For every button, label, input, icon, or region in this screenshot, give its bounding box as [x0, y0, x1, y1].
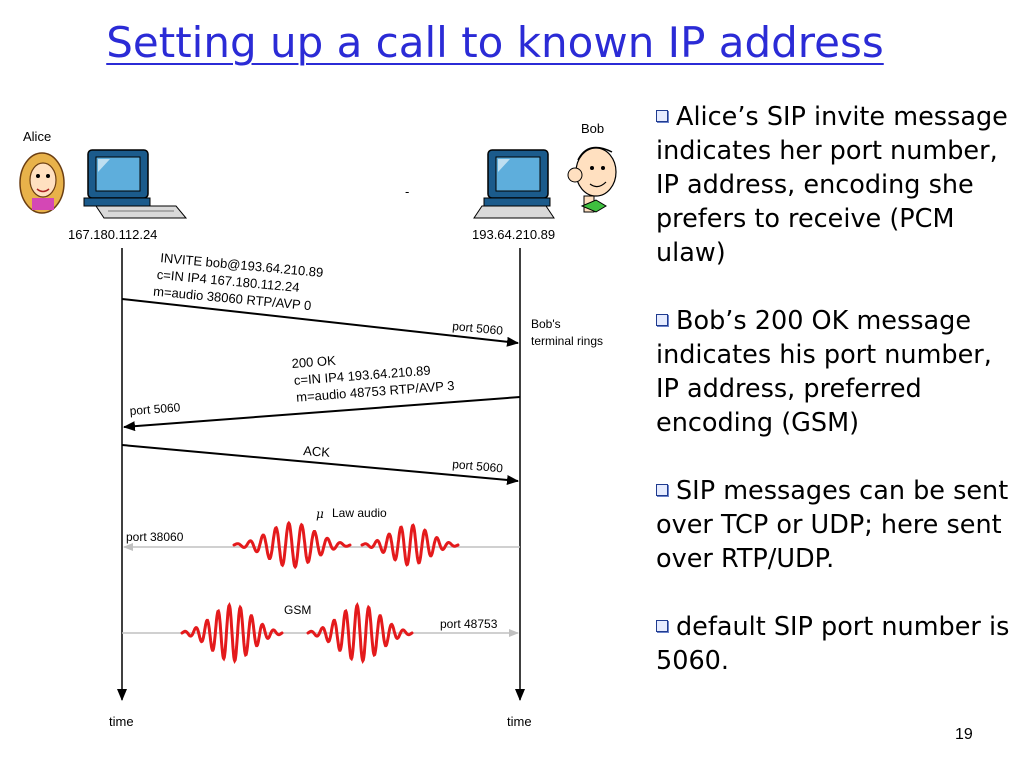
- bullet-transport: SIP messages can be sent over TCP or UDP…: [656, 474, 1016, 576]
- ulaw-wave-2: [360, 523, 460, 567]
- bullet-text: Alice’s SIP invite message indicates her…: [656, 102, 1008, 268]
- time-label-bob: time: [507, 714, 532, 729]
- gsm-label: GSM: [284, 603, 311, 617]
- alice-label: Alice: [23, 129, 51, 144]
- checkbox-bullet-icon: [656, 314, 668, 326]
- ulaw-label: Law audio: [332, 506, 387, 520]
- bob-rings-line-2: terminal rings: [531, 334, 603, 348]
- ok-port: port 5060: [129, 400, 181, 418]
- alice-computer-icon: [83, 149, 188, 219]
- ulaw-wave-1: [232, 520, 352, 570]
- checkbox-bullet-icon: [656, 484, 668, 496]
- ok-line-1: 200 OK: [291, 353, 336, 371]
- ulaw-port: port 38060: [126, 530, 184, 544]
- alice-ip: 167.180.112.24: [68, 227, 157, 242]
- bullet-text: default SIP port number is 5060.: [656, 612, 1010, 676]
- bob-rings-line-1: Bob's: [531, 317, 561, 331]
- ok-message-text: 200 OK c=IN IP4 193.64.210.89 m=audio 48…: [291, 353, 455, 405]
- mu-symbol: μ: [316, 507, 324, 521]
- ok-arrow: [123, 396, 521, 432]
- bullet-list: Alice’s SIP invite message indicates her…: [656, 100, 1016, 712]
- page-number: 19: [955, 726, 973, 743]
- bullet-text: SIP messages can be sent over TCP or UDP…: [656, 476, 1009, 574]
- gsm-wave-1: [180, 601, 284, 665]
- gsm-port: port 48753: [440, 617, 498, 631]
- alice-avatar-icon: [19, 152, 65, 214]
- time-label-alice: time: [109, 714, 134, 729]
- bob-avatar-icon: [567, 146, 617, 213]
- separator-dash: -: [405, 184, 409, 199]
- ack-arrow: [121, 444, 519, 485]
- slide-title: Setting up a call to known IP address: [106, 18, 884, 67]
- gsm-wave-2: [306, 601, 414, 665]
- bullet-200-ok: Bob’s 200 OK message indicates his port …: [656, 304, 1016, 440]
- bullet-sip-invite: Alice’s SIP invite message indicates her…: [656, 100, 1016, 270]
- bullet-text: Bob’s 200 OK message indicates his port …: [656, 306, 992, 438]
- invite-arrow: [121, 298, 519, 347]
- bob-ip: 193.64.210.89: [472, 227, 555, 242]
- ack-port: port 5060: [452, 457, 504, 475]
- bob-computer-icon: [473, 149, 555, 219]
- bob-label: Bob: [581, 121, 604, 136]
- invite-port: port 5060: [452, 319, 504, 338]
- sip-call-diagram: Alice 167.180.112.24 Bob 193.64.210.89 -: [19, 121, 617, 729]
- bullet-default-port: default SIP port number is 5060.: [656, 610, 1016, 678]
- checkbox-bullet-icon: [656, 620, 668, 632]
- checkbox-bullet-icon: [656, 110, 668, 122]
- ack-label: ACK: [303, 443, 331, 460]
